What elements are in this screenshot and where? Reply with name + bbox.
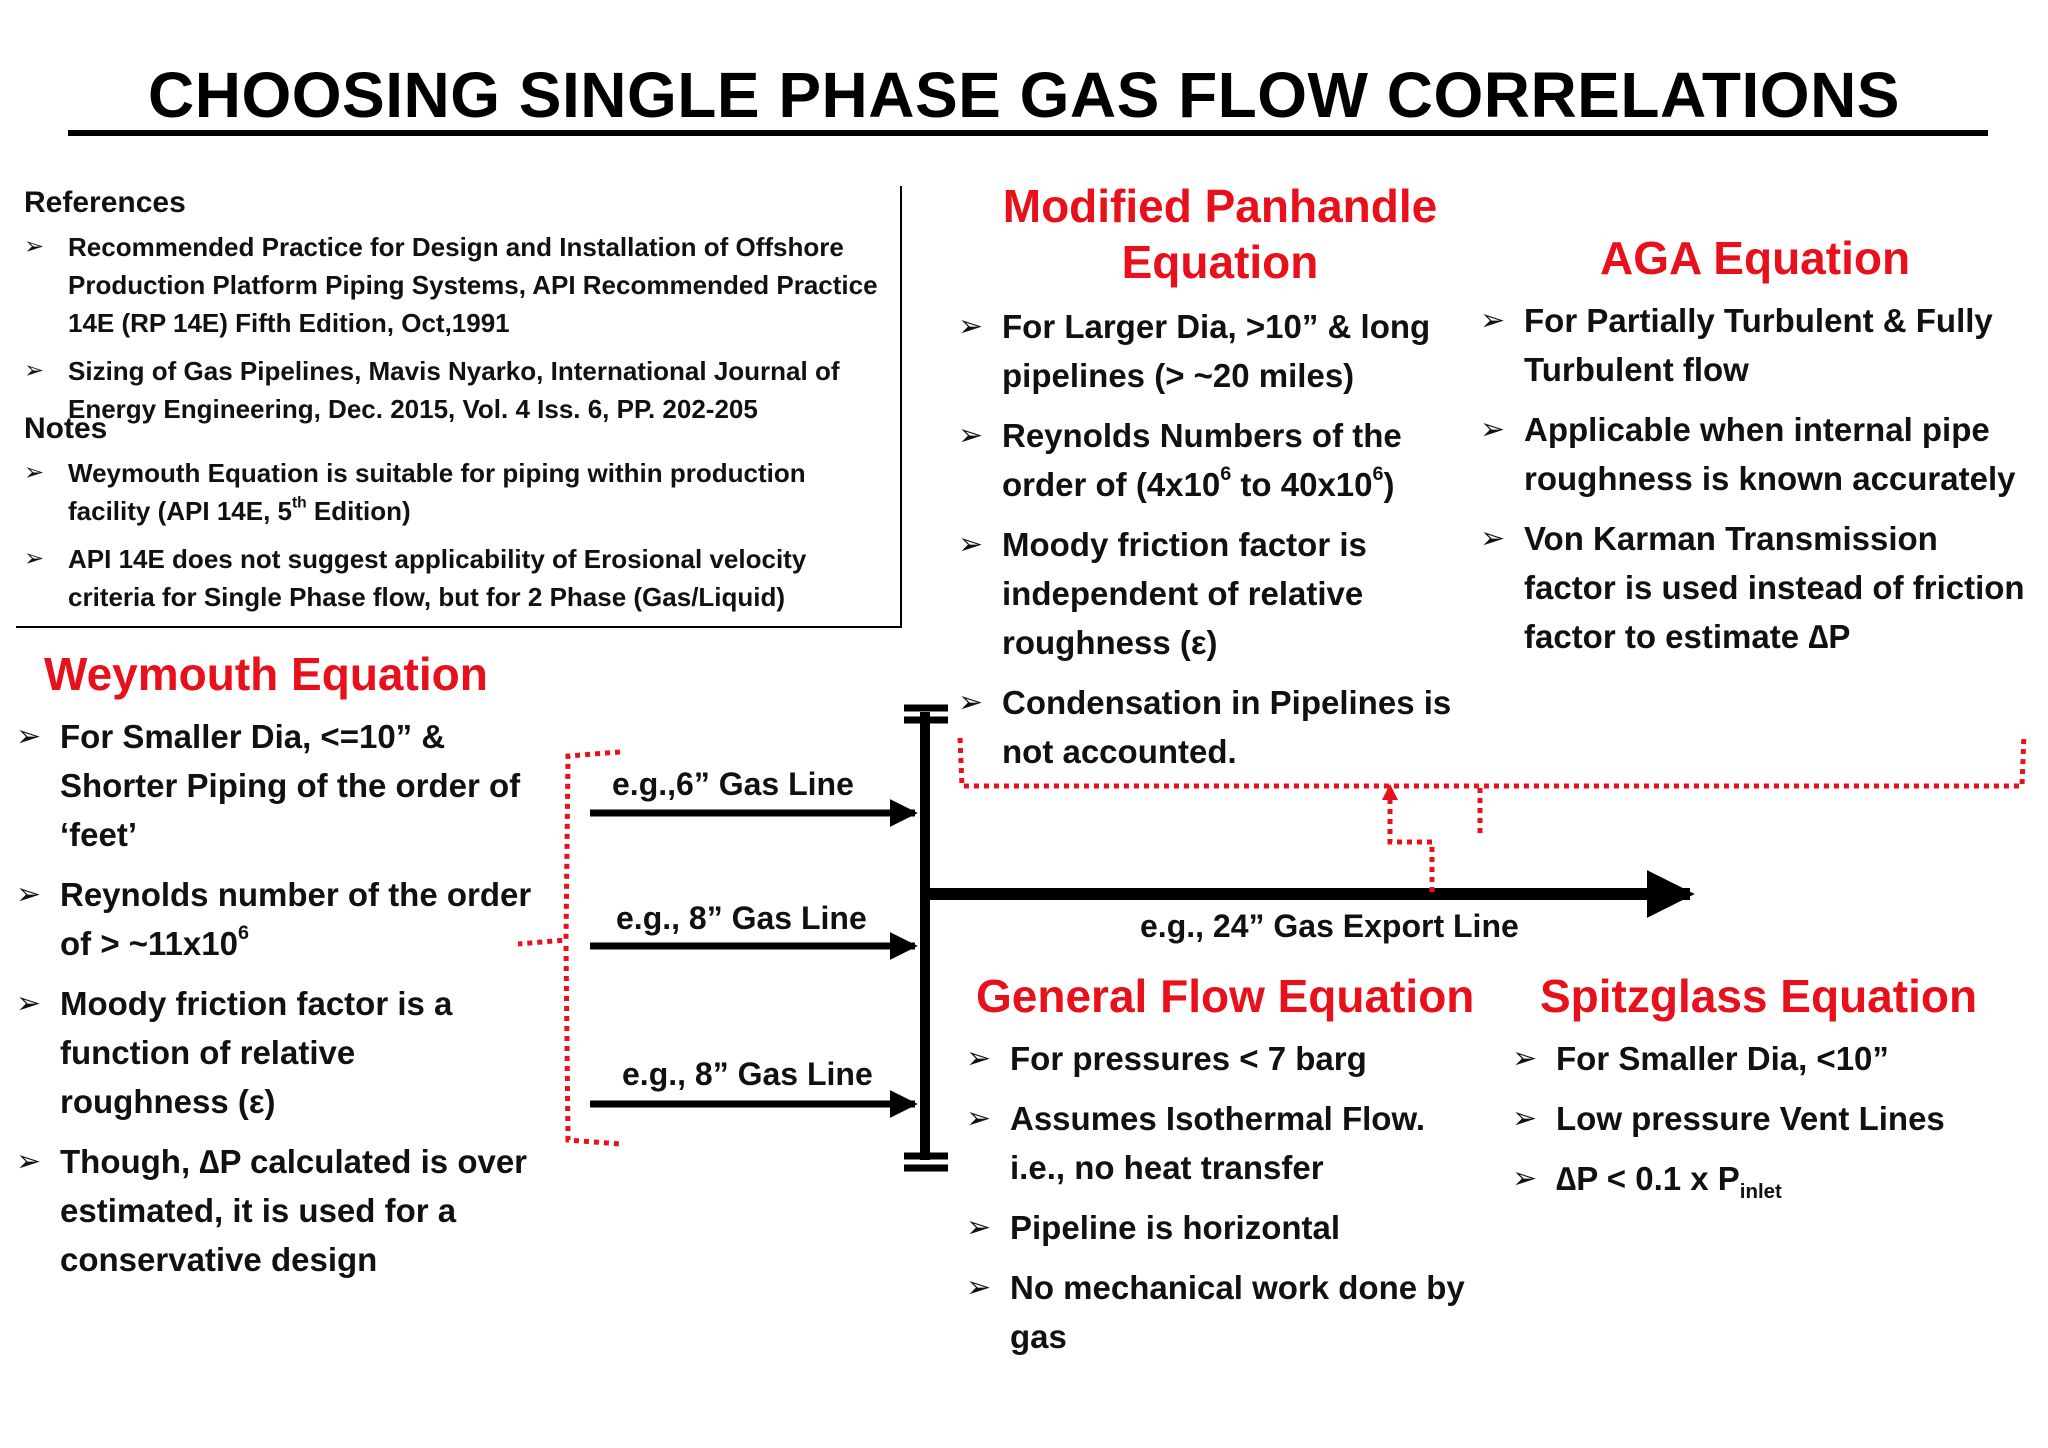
- bullet-arrow-icon: ➢: [958, 528, 984, 561]
- note-item: ➢Weymouth Equation is suitable for pipin…: [16, 454, 892, 530]
- bullet-arrow-icon: ➢: [958, 310, 984, 343]
- bullet-arrow-icon: ➢: [958, 686, 984, 719]
- panhandle-point: ➢Reynolds Numbers of the order of (4x106…: [954, 411, 1474, 509]
- notes-heading: Notes: [24, 412, 108, 445]
- spitzglass-point: ➢For Smaller Dia, <10”: [1508, 1034, 2028, 1083]
- aga-title: AGA Equation: [1600, 232, 1911, 284]
- bullet-arrow-icon: ➢: [958, 419, 984, 452]
- reference-item: ➢Recommended Practice for Design and Ins…: [16, 228, 892, 342]
- bullet-arrow-icon: ➢: [1512, 1102, 1538, 1135]
- weymouth-point: ➢For Smaller Dia, <=10” & Shorter Piping…: [12, 712, 532, 859]
- panhandle-point: ➢For Larger Dia, >10” & long pipelines (…: [954, 302, 1474, 400]
- spitzglass-list: ➢For Smaller Dia, <10” ➢Low pressure Ven…: [1508, 1034, 2028, 1214]
- bullet-arrow-icon: ➢: [24, 357, 45, 384]
- general-flow-list: ➢For pressures < 7 barg ➢Assumes Isother…: [962, 1034, 1482, 1372]
- spitzglass-point: ➢Low pressure Vent Lines: [1508, 1094, 2028, 1143]
- weymouth-bracket: [517, 749, 621, 1147]
- bullet-arrow-icon: ➢: [24, 545, 45, 572]
- export-line-label: e.g., 24” Gas Export Line: [1140, 908, 1519, 944]
- general-flow-point: ➢For pressures < 7 barg: [962, 1034, 1482, 1083]
- title-underline: [68, 130, 1988, 136]
- bullet-arrow-icon: ➢: [16, 878, 42, 911]
- bullet-arrow-icon: ➢: [16, 720, 42, 753]
- aga-point: ➢For Partially Turbulent & Fully Turbule…: [1476, 296, 2036, 394]
- panhandle-point: ➢Condensation in Pipelines is not accoun…: [954, 678, 1474, 776]
- spitzglass-title: Spitzglass Equation: [1540, 970, 1978, 1022]
- aga-point: ➢Von Karman Transmission factor is used …: [1476, 514, 2036, 661]
- panhandle-title: Modified Panhandle Equation: [1002, 180, 1438, 288]
- weymouth-point: ➢Reynolds number of the order of > ~11x1…: [12, 870, 532, 968]
- weymouth-point: ➢Moody friction factor is a function of …: [12, 979, 532, 1126]
- bullet-arrow-icon: ➢: [16, 1145, 42, 1178]
- bullet-arrow-icon: ➢: [966, 1042, 992, 1075]
- bullet-arrow-icon: ➢: [1512, 1162, 1538, 1195]
- gas-line-3-label: e.g., 8” Gas Line: [622, 1056, 873, 1092]
- bullet-arrow-icon: ➢: [966, 1102, 992, 1135]
- bullet-arrow-icon: ➢: [16, 987, 42, 1020]
- bullet-arrow-icon: ➢: [24, 233, 45, 260]
- note-item: ➢API 14E does not suggest applicability …: [16, 540, 892, 616]
- bullet-arrow-icon: ➢: [1480, 522, 1506, 555]
- general-flow-point: ➢No mechanical work done by gas: [962, 1263, 1482, 1361]
- aga-list: ➢For Partially Turbulent & Fully Turbule…: [1476, 296, 2036, 672]
- notes-list: ➢Weymouth Equation is suitable for pipin…: [16, 454, 892, 626]
- page-title: CHOOSING SINGLE PHASE GAS FLOW CORRELATI…: [148, 59, 1900, 131]
- references-list: ➢Recommended Practice for Design and Ins…: [16, 228, 892, 438]
- weymouth-title: Weymouth Equation: [44, 648, 488, 700]
- bullet-arrow-icon: ➢: [966, 1211, 992, 1244]
- general-flow-point: ➢Assumes Isothermal Flow. i.e., no heat …: [962, 1094, 1482, 1192]
- general-flow-title: General Flow Equation: [976, 970, 1475, 1022]
- gas-line-1-label: e.g.,6” Gas Line: [612, 766, 854, 802]
- bullet-arrow-icon: ➢: [1512, 1042, 1538, 1075]
- weymouth-list: ➢For Smaller Dia, <=10” & Shorter Piping…: [12, 712, 532, 1295]
- aga-point: ➢Applicable when internal pipe roughness…: [1476, 405, 2036, 503]
- bullet-arrow-icon: ➢: [1480, 304, 1506, 337]
- references-heading: References: [24, 186, 186, 219]
- references-notes-box: References ➢Recommended Practice for Des…: [16, 186, 902, 628]
- bullet-arrow-icon: ➢: [966, 1271, 992, 1304]
- weymouth-point: ➢Though, ∆P calculated is over estimated…: [12, 1137, 532, 1284]
- spitzglass-point: ➢∆P < 0.1 x Pinlet: [1508, 1154, 2028, 1203]
- reference-item: ➢Sizing of Gas Pipelines, Mavis Nyarko, …: [16, 352, 892, 428]
- panhandle-point: ➢Moody friction factor is independent of…: [954, 520, 1474, 667]
- panhandle-list: ➢For Larger Dia, >10” & long pipelines (…: [954, 302, 1474, 787]
- general-flow-point: ➢Pipeline is horizontal: [962, 1203, 1482, 1252]
- bullet-arrow-icon: ➢: [1480, 413, 1506, 446]
- gas-line-2-label: e.g., 8” Gas Line: [616, 900, 867, 936]
- bullet-arrow-icon: ➢: [24, 459, 45, 486]
- bracket-connector: [1387, 798, 1435, 892]
